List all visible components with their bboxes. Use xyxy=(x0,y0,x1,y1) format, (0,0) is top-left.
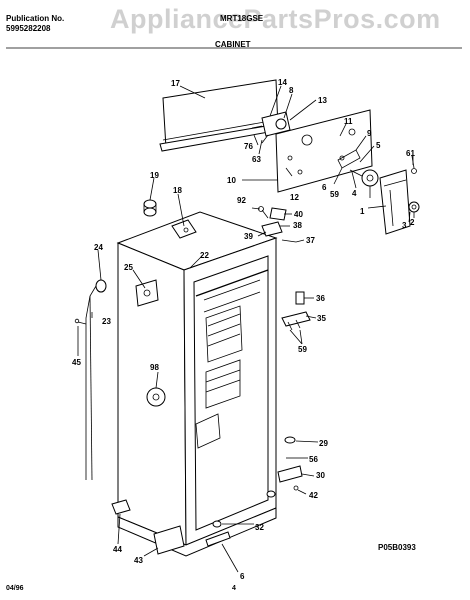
part-44-label: 44 xyxy=(113,545,122,554)
part-76-label: 76 xyxy=(244,142,253,151)
diagram-code: P05B0393 xyxy=(378,543,416,552)
part-18-label: 18 xyxy=(173,186,182,195)
footer-page-number: 4 xyxy=(232,585,236,592)
thermostat-knob xyxy=(337,149,379,187)
part-5-label: 5 xyxy=(376,141,381,150)
part-number-labels: 17 14 8 13 76 63 11 9 5 10 12 6 59 4 1 6… xyxy=(72,78,415,581)
part-1-label: 1 xyxy=(360,207,365,216)
part-23-label: 23 xyxy=(102,317,111,326)
watermark: AppliancePartsPros.com xyxy=(110,4,441,34)
part-8-label: 8 xyxy=(289,86,294,95)
part-92-label: 92 xyxy=(237,196,246,205)
part-17-label: 17 xyxy=(171,79,180,88)
publication-label: Publication No. xyxy=(6,14,65,23)
model-number: MRT18GSE xyxy=(220,14,264,23)
part-9-label: 9 xyxy=(367,129,372,138)
part-98-label: 98 xyxy=(150,363,159,372)
part-61-label: 61 xyxy=(406,149,415,158)
part-45-label: 45 xyxy=(72,358,81,367)
part-19-label: 19 xyxy=(150,171,159,180)
part-56-label: 56 xyxy=(309,455,318,464)
plug xyxy=(143,199,157,217)
top-trim-panel xyxy=(159,79,281,152)
door-handle xyxy=(379,169,411,235)
part-32-label: 32 xyxy=(255,523,264,532)
publication-number: 5995282208 xyxy=(6,24,51,33)
part-29-label: 29 xyxy=(319,439,328,448)
control-bracket xyxy=(251,111,291,146)
part-30-label: 30 xyxy=(316,471,325,480)
part-14-label: 14 xyxy=(278,78,287,87)
cabinet-body xyxy=(116,211,278,557)
part-4-label: 4 xyxy=(352,189,357,198)
side-hinge xyxy=(135,279,159,307)
section-title: CABINET xyxy=(215,40,251,49)
side-tube xyxy=(74,279,107,481)
drain-seal xyxy=(146,387,166,407)
part-42-label: 42 xyxy=(309,491,318,500)
part-35-label: 35 xyxy=(317,314,326,323)
part-12-label: 12 xyxy=(290,193,299,202)
part-40-label: 40 xyxy=(294,210,303,219)
part-22-label: 22 xyxy=(200,251,209,260)
part-3-label: 3 xyxy=(402,221,407,230)
part-39-label: 39 xyxy=(244,232,253,241)
part-13-label: 13 xyxy=(318,96,327,105)
part-36-label: 36 xyxy=(316,294,325,303)
control-panel xyxy=(275,109,373,193)
part-6-label: 6 xyxy=(322,183,327,192)
part-10-label: 10 xyxy=(227,176,236,185)
handle-hardware xyxy=(408,155,420,213)
shelf-supports xyxy=(281,291,311,331)
part-59-label: 59 xyxy=(330,190,339,199)
part-2-label: 2 xyxy=(410,218,415,227)
lower-right-hardware xyxy=(277,436,303,491)
part-11-label: 11 xyxy=(344,117,353,126)
part-37-label: 37 xyxy=(306,236,315,245)
part-43-label: 43 xyxy=(134,556,143,565)
part-25-label: 25 xyxy=(124,263,133,272)
part-59b-label: 59 xyxy=(298,345,307,354)
footer-date: 04/96 xyxy=(6,585,24,592)
leader-lines xyxy=(77,85,415,573)
bottom-parts xyxy=(111,490,276,555)
part-6c-label: 6 xyxy=(240,572,245,581)
part-38-label: 38 xyxy=(293,221,302,230)
part-63-label: 63 xyxy=(252,155,261,164)
part-24-label: 24 xyxy=(94,243,103,252)
upper-right-hardware xyxy=(258,206,297,243)
